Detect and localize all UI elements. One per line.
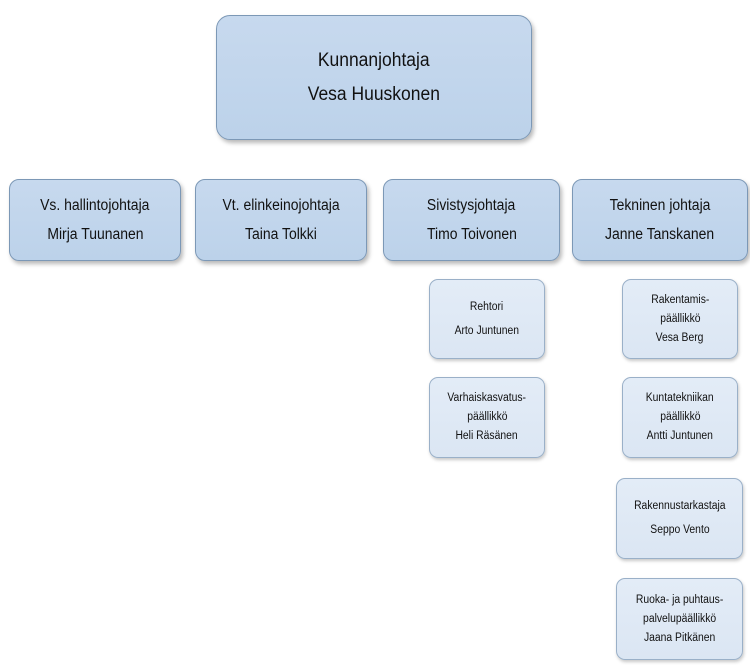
person-name: Timo Toivonen — [426, 226, 517, 243]
role-title: Rakentamis- — [650, 293, 710, 306]
role-title-cont: päällikkö — [659, 312, 701, 325]
unit-box-rehtori: Rehtori Arto Juntunen — [429, 279, 545, 359]
person-name: Heli Räsänen — [455, 430, 519, 442]
person-name: Vesa Huuskonen — [307, 83, 441, 105]
role-title: Tekninen johtaja — [609, 197, 711, 214]
person-name: Vesa Berg — [656, 331, 704, 344]
role-title: Ruoka- ja puhtaus- — [635, 593, 724, 606]
person-name: Seppo Vento — [649, 524, 710, 536]
role-title: Kuntatekniikan — [646, 392, 714, 404]
director-box-elinkeino: Vt. elinkeinojohtaja Taina Tolkki — [195, 179, 367, 261]
role-title: Rakennustarkastaja — [633, 500, 726, 512]
director-box-tekninen: Tekninen johtaja Janne Tanskanen — [572, 179, 748, 261]
person-name: Janne Tanskanen — [605, 226, 715, 243]
role-title: Varhaiskasvatus- — [447, 392, 527, 404]
role-title-cont: palvelupäällikkö — [642, 612, 717, 625]
kunnanjohtaja-box: Kunnanjohtaja Vesa Huuskonen — [216, 15, 532, 140]
person-name: Antti Juntunen — [646, 430, 714, 442]
role-title-cont: päällikkö — [659, 411, 701, 423]
role-title: Rehtori — [470, 300, 504, 313]
role-title: Kunnanjohtaja — [318, 49, 430, 71]
role-title-cont: päällikkö — [466, 411, 508, 423]
role-title: Sivistysjohtaja — [427, 197, 516, 214]
unit-box-ruokapalvelu: Ruoka- ja puhtaus- palvelupäällikkö Jaan… — [616, 578, 743, 660]
person-name: Arto Juntunen — [454, 324, 520, 337]
person-name: Mirja Tuunanen — [46, 226, 144, 243]
person-name: Jaana Pitkänen — [643, 631, 716, 644]
unit-box-kuntatekniikka: Kuntatekniikan päällikkö Antti Juntunen — [622, 377, 738, 458]
unit-box-rakennustarkastaja: Rakennustarkastaja Seppo Vento — [616, 478, 743, 559]
person-name: Taina Tolkki — [245, 226, 317, 243]
director-box-hallinto: Vs. hallintojohtaja Mirja Tuunanen — [9, 179, 181, 261]
unit-box-rakentamis: Rakentamis- päällikkö Vesa Berg — [622, 279, 738, 359]
unit-box-varhaiskasvatus: Varhaiskasvatus- päällikkö Heli Räsänen — [429, 377, 545, 458]
director-box-sivistys: Sivistysjohtaja Timo Toivonen — [383, 179, 560, 261]
role-title: Vt. elinkeinojohtaja — [222, 197, 340, 214]
role-title: Vs. hallintojohtaja — [40, 197, 150, 214]
